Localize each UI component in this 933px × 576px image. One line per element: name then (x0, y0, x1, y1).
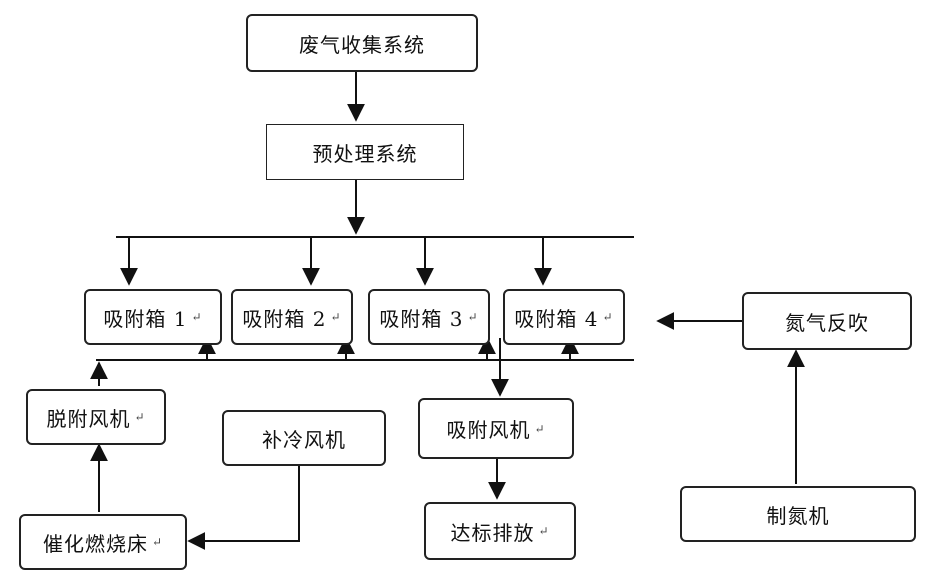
desorption-fan-node: 脱附风机↵ (26, 389, 166, 445)
adsorber-1-label: 吸附箱 1 (103, 306, 188, 331)
pretreatment-label: 预处理系统 (312, 141, 418, 166)
desorption-fan-mark: ↵ (134, 410, 146, 424)
catalytic-bed-mark: ↵ (151, 535, 164, 549)
adsorber-4-label: 吸附箱 4 (514, 306, 599, 331)
catalytic-bed-node: 催化燃烧床↵ (19, 514, 187, 570)
adsorption-fan-label: 吸附风机 (446, 418, 531, 442)
pretreatment-node: 预处理系统 (266, 124, 464, 180)
edge-cooling-fan-to-catalytic-bed (187, 466, 300, 550)
adsorber-3-node: 吸附箱 3↵ (368, 289, 490, 345)
nitrogen-backflush-label: 氮气反吹 (785, 310, 869, 335)
cooling-fan-label: 补冷风机 (262, 427, 346, 452)
waste-gas-collection-node: 废气收集系统 (246, 14, 478, 72)
adsorber-1-node: 吸附箱 1↵ (84, 289, 222, 345)
adsorber-2-mark: ↵ (330, 310, 342, 324)
adsorber-4-node: 吸附箱 4↵ (503, 289, 625, 345)
adsorber-3-label: 吸附箱 3 (379, 306, 464, 331)
nitrogen-backflush-node: 氮气反吹 (742, 292, 912, 350)
catalytic-bed-label: 催化燃烧床 (42, 531, 148, 556)
nitrogen-generator-label: 制氮机 (766, 503, 830, 528)
adsorber-2-node: 吸附箱 2↵ (231, 289, 353, 345)
adsorption-fan-mark: ↵ (534, 421, 546, 436)
waste-gas-collection-label: 废气收集系统 (299, 32, 425, 57)
desorption-fan-label: 脱附风机 (46, 406, 131, 431)
adsorber-2-label: 吸附箱 2 (242, 306, 327, 331)
adsorption-fan-node: 吸附风机↵ (418, 398, 574, 459)
nitrogen-generator-node: 制氮机 (680, 486, 916, 542)
compliant-discharge-label: 达标排放 (450, 520, 535, 545)
adsorber-1-mark: ↵ (191, 310, 203, 324)
compliant-discharge-mark: ↵ (538, 524, 550, 538)
adsorber-3-mark: ↵ (467, 310, 479, 324)
compliant-discharge-node: 达标排放↵ (424, 502, 576, 560)
cooling-fan-node: 补冷风机 (222, 410, 386, 466)
adsorber-4-mark: ↵ (602, 310, 614, 324)
